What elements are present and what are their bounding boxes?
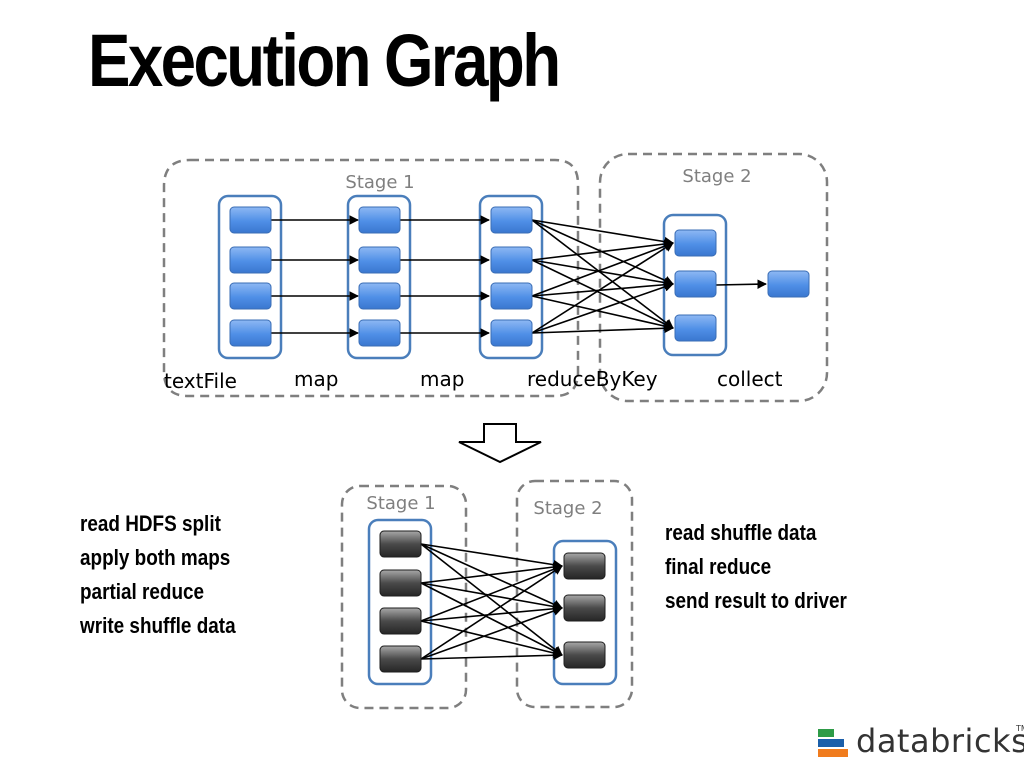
bottom-stage2-label: Stage 2 bbox=[533, 498, 602, 519]
op-label-collect: collect bbox=[717, 367, 783, 391]
op-label-map: map bbox=[420, 367, 464, 391]
bottom-shuffle-dependencies bbox=[420, 543, 563, 661]
task-box bbox=[767, 270, 810, 298]
note-item: final reduce bbox=[665, 554, 772, 579]
bottom-stage1-container bbox=[367, 518, 433, 686]
task-box bbox=[563, 552, 606, 580]
stage1-label: Stage 1 bbox=[345, 172, 414, 193]
map1-container bbox=[346, 194, 412, 360]
note-item: apply both maps bbox=[80, 545, 231, 570]
task-box bbox=[563, 641, 606, 669]
task-box bbox=[563, 594, 606, 622]
task-box bbox=[229, 282, 272, 310]
note-item: read shuffle data bbox=[665, 520, 817, 545]
op-label-textfile: textFile bbox=[164, 369, 237, 393]
stage1-notes: read HDFS split apply both maps partial … bbox=[80, 507, 236, 643]
task-box bbox=[358, 319, 401, 347]
top-tasks bbox=[229, 206, 810, 347]
stage1-boundary bbox=[162, 158, 580, 398]
task-box bbox=[379, 530, 422, 558]
note-item: write shuffle data bbox=[80, 613, 236, 638]
stage2-label: Stage 2 bbox=[682, 166, 751, 187]
task-box bbox=[490, 319, 533, 347]
logo-bar-blue bbox=[818, 739, 844, 747]
logo-bar-green bbox=[818, 729, 834, 737]
textfile-container bbox=[217, 194, 283, 360]
task-box bbox=[229, 319, 272, 347]
task-box bbox=[358, 246, 401, 274]
task-box bbox=[358, 282, 401, 310]
narrow-dependencies bbox=[271, 215, 767, 338]
task-box bbox=[358, 206, 401, 234]
logo-wordmark: databricks bbox=[856, 722, 1024, 760]
task-box bbox=[490, 206, 533, 234]
stage2-notes: read shuffle data final reduce send resu… bbox=[665, 516, 847, 618]
op-label-map: map bbox=[294, 367, 338, 391]
op-label-reducebykey: reduceByKey bbox=[527, 367, 658, 391]
shuffle-dependencies bbox=[531, 219, 674, 334]
slide-title: Execution Graph bbox=[88, 19, 561, 102]
task-box bbox=[490, 282, 533, 310]
note-item: send result to driver bbox=[665, 588, 847, 613]
databricks-logo-icon bbox=[818, 729, 848, 757]
bottom-stage2-boundary bbox=[515, 479, 634, 709]
task-box bbox=[229, 246, 272, 274]
note-item: read HDFS split bbox=[80, 511, 221, 536]
task-box bbox=[229, 206, 272, 234]
task-box bbox=[674, 229, 717, 257]
bottom-stage1-label: Stage 1 bbox=[366, 493, 435, 514]
down-arrow-icon bbox=[458, 423, 542, 464]
logo-trademark: TM bbox=[1016, 724, 1024, 733]
bottom-tasks bbox=[379, 530, 606, 673]
task-box bbox=[490, 246, 533, 274]
logo-bar-orange bbox=[818, 749, 848, 757]
task-box bbox=[379, 645, 422, 673]
map2-container bbox=[478, 194, 544, 360]
task-box bbox=[674, 270, 717, 298]
note-item: partial reduce bbox=[80, 579, 205, 604]
task-box bbox=[379, 569, 422, 597]
task-box bbox=[674, 314, 717, 342]
task-box bbox=[379, 607, 422, 635]
